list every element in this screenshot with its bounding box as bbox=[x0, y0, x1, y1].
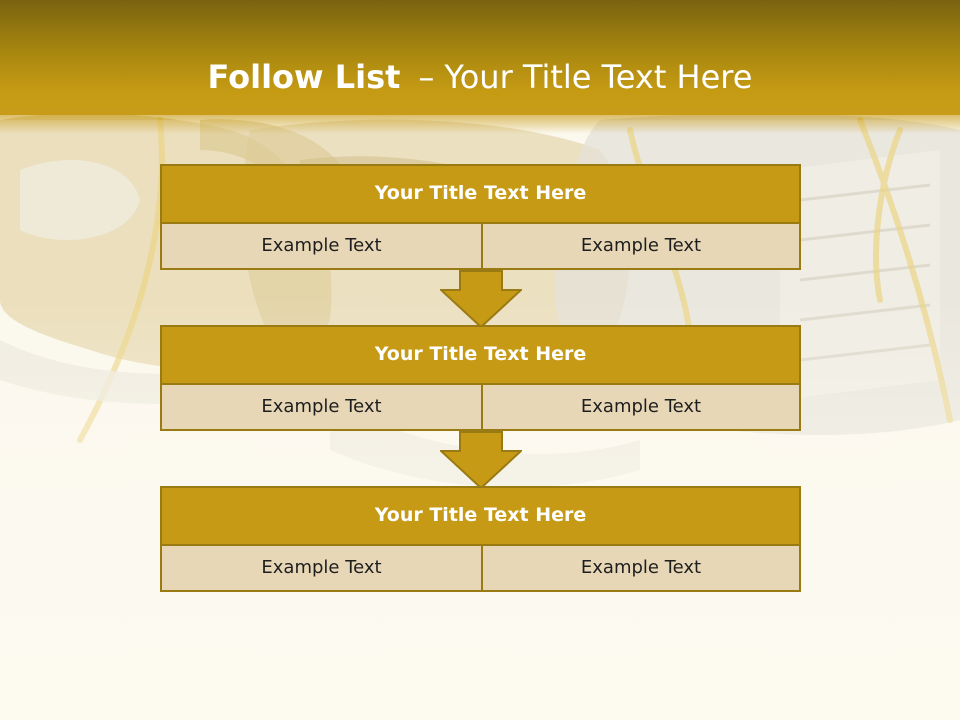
header-band bbox=[0, 0, 960, 115]
down-arrow-icon bbox=[440, 431, 522, 489]
list-block-3: Your Title Text Here Example Text Exampl… bbox=[160, 486, 801, 592]
block-left-cell: Example Text bbox=[162, 385, 483, 429]
block-title: Your Title Text Here bbox=[162, 327, 799, 385]
block-right-cell: Example Text bbox=[483, 385, 799, 429]
slide-title-bold: Follow List bbox=[207, 58, 401, 96]
slide-title-rest: Your Title Text Here bbox=[444, 58, 753, 96]
block-right-cell: Example Text bbox=[483, 224, 799, 268]
list-block-2: Your Title Text Here Example Text Exampl… bbox=[160, 325, 801, 431]
slide-title: Follow List–Your Title Text Here bbox=[0, 52, 960, 102]
header-fade bbox=[0, 108, 960, 134]
slide-title-separator: – bbox=[418, 58, 435, 96]
down-arrow-icon bbox=[440, 270, 522, 328]
block-right-cell: Example Text bbox=[483, 546, 799, 590]
list-block-1: Your Title Text Here Example Text Exampl… bbox=[160, 164, 801, 270]
block-left-cell: Example Text bbox=[162, 224, 483, 268]
block-title: Your Title Text Here bbox=[162, 488, 799, 546]
block-title: Your Title Text Here bbox=[162, 166, 799, 224]
block-left-cell: Example Text bbox=[162, 546, 483, 590]
